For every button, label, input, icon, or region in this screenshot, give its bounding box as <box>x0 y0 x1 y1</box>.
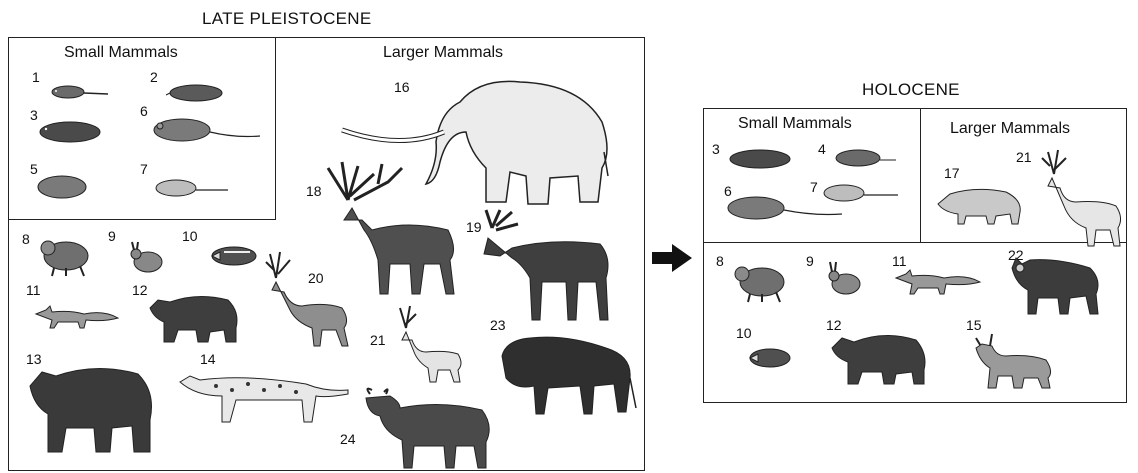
deer-icon <box>394 306 464 384</box>
label-21: 21 <box>1016 150 1032 164</box>
label-1: 1 <box>32 70 40 84</box>
pleistocene-small-title: Small Mammals <box>64 44 178 62</box>
bear-icon <box>830 330 928 386</box>
bear-icon <box>148 292 240 344</box>
vole-icon <box>36 172 88 200</box>
holocene-title: HOLOCENE <box>862 80 960 100</box>
label-12: 12 <box>132 283 148 297</box>
monkey-icon <box>38 236 90 276</box>
moose-icon <box>482 208 616 326</box>
arrow-right-icon <box>652 244 692 272</box>
deer-icon <box>266 250 350 348</box>
serow-icon <box>1008 254 1104 316</box>
rat-icon <box>150 116 260 144</box>
bison-icon <box>496 334 638 416</box>
rat-icon <box>822 182 898 204</box>
shrew-icon <box>166 82 226 102</box>
label-3: 3 <box>712 142 720 156</box>
label-9: 9 <box>108 229 116 243</box>
fox-icon <box>894 266 980 296</box>
label-21: 21 <box>370 333 386 347</box>
rat-icon <box>154 178 228 198</box>
label-10: 10 <box>736 326 752 340</box>
holocene-small-title: Small Mammals <box>738 115 852 133</box>
lynx-icon <box>970 332 1054 390</box>
fox-icon <box>34 302 118 330</box>
mole-icon <box>48 82 110 100</box>
label-7: 7 <box>810 180 818 194</box>
badger-icon <box>206 244 258 268</box>
label-8: 8 <box>716 254 724 268</box>
label-17: 17 <box>944 166 960 180</box>
label-9: 9 <box>806 254 814 268</box>
bear-icon <box>26 362 156 454</box>
label-2: 2 <box>150 70 158 84</box>
hare-icon <box>822 262 864 296</box>
label-6: 6 <box>140 104 148 118</box>
label-10: 10 <box>182 229 198 243</box>
shrew-icon <box>832 146 896 168</box>
holocene-large-title: Larger Mammals <box>950 120 1070 138</box>
label-24: 24 <box>340 432 356 446</box>
label-8: 8 <box>22 232 30 246</box>
label-4: 4 <box>818 142 826 156</box>
vole-icon <box>726 146 794 170</box>
deer-icon <box>1040 148 1124 248</box>
monkey-icon <box>732 260 786 302</box>
label-11: 11 <box>26 283 41 297</box>
label-15: 15 <box>966 318 982 332</box>
vole-icon <box>36 118 104 144</box>
pleistocene-title: LATE PLEISTOCENE <box>202 9 372 29</box>
label-19: 19 <box>466 220 482 234</box>
boar-icon <box>936 184 1024 226</box>
leopard-icon <box>176 370 348 424</box>
aurochs-icon <box>360 386 494 470</box>
pleistocene-large-title: Larger Mammals <box>383 44 503 62</box>
badger-icon <box>744 346 792 370</box>
pleistocene-divider <box>8 219 276 220</box>
hare-icon <box>126 242 166 274</box>
label-14: 14 <box>200 352 216 366</box>
label-7: 7 <box>140 162 148 176</box>
